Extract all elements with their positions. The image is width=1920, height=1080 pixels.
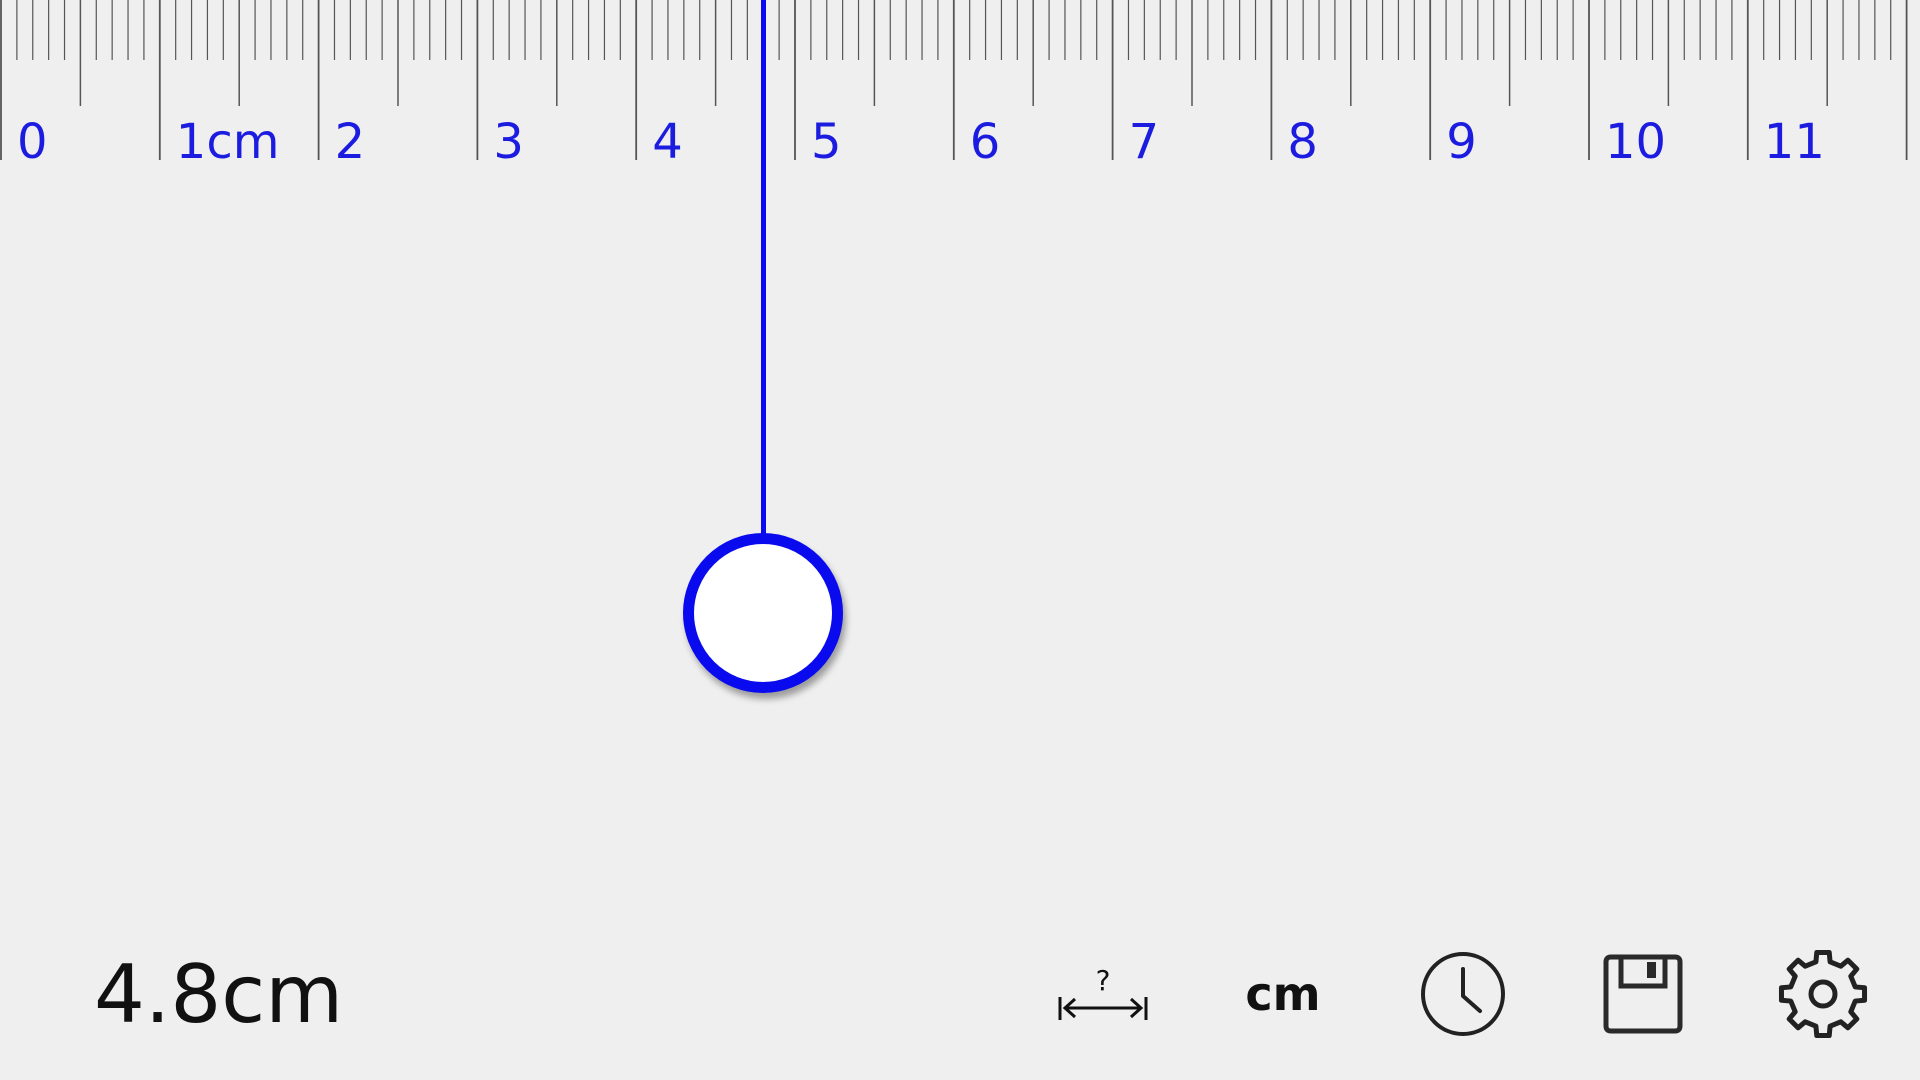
ruler-label: 4 [652, 114, 683, 170]
ruler-label: 2 [334, 114, 366, 170]
ruler-label: 10 [1605, 114, 1667, 170]
svg-text:?: ? [1096, 964, 1111, 997]
ruler-label: 6 [969, 114, 1001, 170]
measurement-readout: 4.8cm [94, 948, 344, 1041]
ruler-label: 3 [493, 114, 524, 170]
clock-icon [1421, 952, 1505, 1036]
ruler-label: 8 [1287, 114, 1318, 170]
calibrate-button[interactable]: ? [1048, 944, 1158, 1044]
ruler-label: 0 [17, 114, 48, 170]
settings-button[interactable] [1768, 944, 1878, 1044]
ruler-label: 11 [1763, 114, 1825, 170]
history-button[interactable] [1408, 944, 1518, 1044]
ruler-label: 1cm [175, 114, 280, 170]
unit-toggle-button[interactable]: cm [1228, 944, 1338, 1044]
measurement-line [760, 0, 766, 540]
measurement-handle[interactable] [683, 533, 844, 693]
floppy-disk-icon [1603, 954, 1683, 1034]
ruler-ticks [0, 0, 1908, 160]
save-button[interactable] [1588, 944, 1698, 1044]
ruler-scale: 0 1cm 2 3 4 5 6 7 8 9 10 11 [0, 0, 1920, 170]
ruler-label: 5 [811, 114, 842, 170]
ruler-label: 7 [1128, 114, 1160, 170]
ruler-label: 9 [1446, 114, 1477, 170]
calibrate-distance-icon: ? [1058, 964, 1148, 1020]
unit-label: cm [1245, 967, 1321, 1021]
gear-icon [1778, 949, 1868, 1039]
